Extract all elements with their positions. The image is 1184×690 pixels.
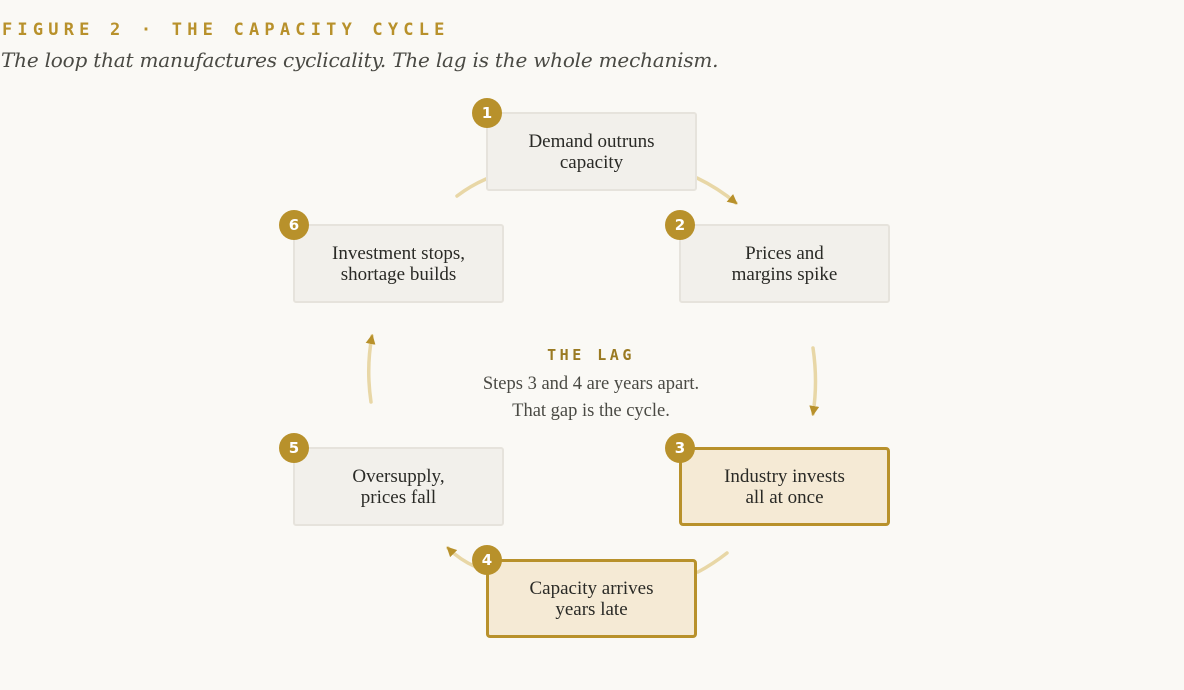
lag-line-1: Steps 3 and 4 are years apart.: [482, 374, 700, 394]
lag-title: THE LAG: [547, 346, 635, 364]
step-1-box: Demand outruns capacity: [486, 112, 697, 191]
step-4-badge: 4: [472, 545, 502, 575]
step-6-badge: 6: [279, 210, 309, 240]
figure-label: FIGURE 2 · THE CAPACITY CYCLE: [2, 20, 450, 40]
step-6-label: Investment stops, shortage builds: [332, 242, 465, 285]
step-6-box: Investment stops, shortage builds: [293, 224, 504, 303]
arrow-6-to-1: [455, 177, 488, 198]
step-1-label: Demand outruns capacity: [528, 130, 655, 173]
step-5-label: Oversupply, prices fall: [352, 465, 445, 508]
step-3-badge: 3: [665, 433, 695, 463]
arrow-5-to-6: [365, 334, 376, 404]
arrow-2-to-3: [809, 346, 820, 416]
step-2-badge: 2: [665, 210, 695, 240]
arrow-3-to-4: [696, 551, 729, 574]
step-4-label: Capacity arrives years late: [529, 577, 654, 620]
step-4-box: Capacity arrives years late: [486, 559, 697, 638]
step-1-badge: 1: [472, 98, 502, 128]
step-5-badge: 5: [279, 433, 309, 463]
step-3-label: Industry invests all at once: [724, 465, 845, 508]
figure-caption: The loop that manufactures cyclicality. …: [1, 48, 719, 72]
arrow-1-to-2: [695, 176, 738, 205]
step-5-box: Oversupply, prices fall: [293, 447, 504, 526]
step-3-box: Industry invests all at once: [679, 447, 890, 526]
lag-line-2: That gap is the cycle.: [512, 401, 670, 421]
step-2-box: Prices and margins spike: [679, 224, 890, 303]
step-2-label: Prices and margins spike: [731, 242, 838, 285]
